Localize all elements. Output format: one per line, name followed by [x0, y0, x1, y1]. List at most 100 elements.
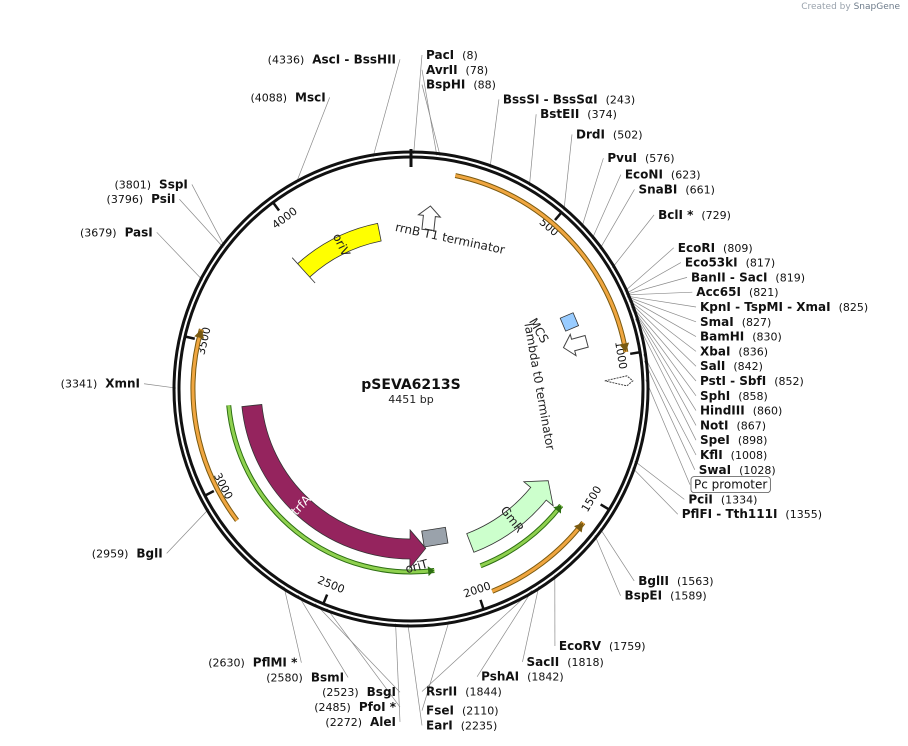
feature-orf-top — [455, 174, 628, 353]
site-banii-saci-label: BanII - SacI(819) — [691, 270, 805, 284]
site-bgli-label: (2959)BglI — [92, 546, 163, 560]
site-xbai-position: (836) — [738, 345, 768, 358]
site-bglii-position: (1563) — [677, 575, 714, 588]
feature-orf-right — [491, 521, 585, 593]
tick-label-1500: 1500 — [579, 484, 605, 515]
site-smai-position: (827) — [742, 316, 772, 329]
site-xmni-leader — [143, 383, 177, 389]
site-econi-leader — [591, 174, 622, 240]
site-psii-label: (3796)PsiI — [107, 192, 176, 206]
site-paci-leader — [413, 54, 423, 155]
site-pflfi-tth111i-label: PflFI - Tth111I(1355) — [682, 507, 822, 521]
site-rsrii-leader — [421, 590, 532, 692]
site-pfoi-label: (2485) PfoI * — [314, 700, 396, 714]
site-banii-saci-position: (819) — [775, 271, 805, 284]
site-eco53ki-name: Eco53kI — [685, 256, 738, 270]
feature-lambda-label: lambda t0 terminator — [521, 322, 557, 451]
site-bcli-leader — [612, 214, 655, 269]
site-econi-name: EcoNI — [625, 168, 663, 182]
site-avrii-position: (78) — [466, 64, 489, 77]
tick-label-4000: 4000 — [270, 205, 300, 232]
site-sspi-label: (3801)SspI — [114, 177, 187, 191]
site-pflmi-name: PflMI * — [253, 656, 298, 670]
site-pfoi-name: PfoI * — [359, 700, 397, 714]
site-labels: PacI(8)AvrII(78)BspHI(88)BssSI - BssSαI(… — [61, 48, 869, 732]
site-sspi-position: (3801) — [114, 178, 151, 191]
site-xmni-position: (3341) — [61, 378, 98, 391]
site-pc-promoter-label: Pc promoter — [694, 478, 767, 492]
feature-trfa-promoter-head — [427, 566, 435, 577]
site-pasi-position: (3679) — [80, 226, 117, 239]
site-spei-label: SpeI(898) — [700, 433, 767, 447]
tick-mark-3000 — [204, 489, 215, 497]
site-sali-position: (842) — [733, 360, 763, 373]
site-psii-position: (3796) — [107, 193, 144, 206]
site-pasi-label: (3679)PasI — [80, 225, 153, 239]
site-bsphi-position: (88) — [473, 79, 496, 92]
site-rsrii-label: RsrII(1844) — [426, 684, 502, 698]
site-econi-label: EcoNI(623) — [625, 168, 701, 182]
feature-gmr-promoter — [480, 504, 563, 568]
site-msci-label: (4088)MscI — [250, 90, 325, 104]
site-sacii-position: (1818) — [567, 656, 604, 669]
site-pc-promoter-box — [690, 476, 771, 493]
feature-trfa — [241, 404, 427, 570]
site-sali-leader — [628, 301, 697, 367]
site-bsmi-name: BsmI — [311, 670, 344, 684]
site-snabi-leader — [599, 189, 635, 250]
site-bspei-position: (1589) — [670, 590, 707, 603]
site-bcli-name: BclI * — [658, 208, 694, 222]
site-eco53ki-leader — [625, 262, 682, 295]
site-xmni-label: (3341)XmnI — [61, 377, 140, 391]
site-pcii-position: (1334) — [721, 493, 758, 506]
site-avrii-name: AvrII — [426, 63, 458, 77]
site-bglii-name: BglII — [638, 574, 669, 588]
site-eari-name: EarI — [426, 718, 453, 732]
site-pcii-leader — [634, 460, 685, 500]
site-hindiii-label: HindIII(860) — [700, 404, 782, 418]
site-alei-name: AleI — [370, 715, 396, 729]
site-bgli-leader — [166, 508, 210, 554]
site-bsmi-leader — [297, 595, 349, 678]
site-snabi-label: SnaBI(661) — [638, 182, 715, 196]
site-paci-position: (8) — [462, 49, 478, 62]
feature-mcs — [559, 312, 580, 332]
snapgene-brand: SnapGene — [853, 2, 900, 12]
site-bglii-label: BglII (1563) — [638, 574, 713, 588]
credit-prefix: Created by — [801, 2, 851, 12]
site-bsteii-leader — [529, 114, 537, 187]
feature-orit — [421, 526, 449, 548]
feature-trfa-promoter — [227, 405, 435, 574]
site-pfoi-position: (2485) — [314, 701, 351, 714]
tick-mark-1500 — [599, 503, 610, 511]
site-bgli-name: BglI — [136, 546, 162, 560]
feature-orf-right-head — [574, 522, 584, 533]
site-asci-bsshii-position: (4336) — [268, 53, 305, 66]
site-fsei-label: FseI(2110) — [426, 704, 499, 718]
site-acc65i-name: Acc65I — [696, 285, 741, 299]
site-bsphi-label: BspHI (88) — [426, 78, 496, 92]
plasmid-name: pSEVA6213S — [361, 377, 460, 393]
site-pvui-position: (576) — [645, 152, 675, 165]
site-bsssi-bsss-i-name: BssSI - BssSαI — [503, 92, 598, 106]
site-msci-position: (4088) — [250, 91, 287, 104]
site-ecorv-position: (1759) — [609, 640, 646, 653]
site-fsei-leader — [421, 620, 450, 711]
site-sspi-leader — [191, 184, 225, 247]
site-fsei-position: (2110) — [462, 705, 499, 718]
tick-mark-2500 — [322, 594, 329, 605]
site-ecorv-label: EcoRV(1759) — [559, 639, 646, 653]
site-noti-position: (867) — [737, 419, 767, 432]
site-psti-sbfi-leader — [629, 304, 697, 382]
site-sphi-label: SphI(858) — [700, 389, 768, 403]
feature-orf-left-head — [194, 329, 205, 339]
site-bsphi-name: BspHI — [426, 78, 465, 92]
feature-oriv — [291, 222, 382, 284]
site-ecori-leader — [624, 247, 675, 292]
site-bsssi-bsss-i-label: BssSI - BssSαI(243) — [503, 92, 635, 106]
site-bamhi-name: BamHI — [700, 330, 744, 344]
tick-mark-4000 — [272, 201, 281, 212]
site-spei-leader — [634, 318, 697, 441]
site-pflfi-tth111i-name: PflFI - Tth111I — [682, 507, 778, 521]
site-eari-position: (2235) — [461, 719, 498, 732]
